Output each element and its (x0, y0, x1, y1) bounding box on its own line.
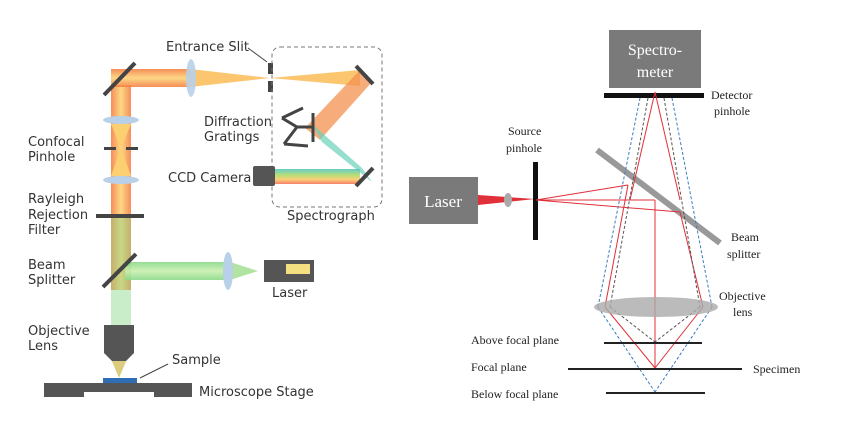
entrance-slit-pointer (247, 47, 268, 63)
top-left-mirror (102, 61, 137, 97)
label-laser-right: Laser (424, 192, 462, 211)
laser-warning-icon (286, 264, 310, 274)
label-spectro: Spectro- (628, 42, 682, 59)
label-beam-right: Beam (731, 230, 760, 244)
out-of-focus-rays (597, 97, 713, 393)
microscope-stage (44, 383, 192, 397)
beam-splitter-right (595, 147, 722, 246)
spectro-beam-rainbow (312, 124, 372, 182)
spectro-beam-in (270, 70, 360, 86)
label-gratings: Gratings (204, 130, 260, 145)
label-entrance-slit: Entrance Slit (166, 40, 249, 55)
above-focus-rays (609, 97, 701, 343)
spectro-mirror-bottom (354, 166, 375, 188)
top-beam (111, 69, 191, 87)
pinhole-cone-bottom (111, 148, 131, 176)
sample-pointer (139, 363, 169, 379)
objective-lens-right (594, 297, 718, 317)
spectrograph-box (271, 46, 383, 208)
entrance-slit (268, 63, 273, 74)
label-source-pinhole: pinhole (506, 141, 542, 155)
label-detector-pinhole: pinhole (714, 104, 750, 118)
label-below-focal-plane: Below focal plane (471, 387, 558, 401)
top-lens (186, 59, 196, 97)
label-laser-left: Laser (272, 286, 308, 301)
spectrometer-box (609, 30, 701, 88)
focusing-beam (190, 69, 270, 87)
label-microscope-stage: Microscope Stage (199, 385, 314, 400)
label-meter: meter (637, 64, 674, 81)
label-beam: Beam (28, 258, 66, 273)
pinhole-cone-top (111, 124, 131, 148)
label-objective-right: Objective (719, 289, 766, 303)
laser-beam (125, 262, 230, 280)
confocal-pinhole (104, 147, 116, 150)
vertical-beam (111, 85, 131, 290)
label-sample: Sample (172, 353, 221, 368)
label-rayleigh: Rayleigh (28, 192, 84, 207)
beam-splitter (101, 252, 138, 289)
label-detector: Detector (711, 88, 752, 102)
laser-lens (223, 252, 233, 290)
label-diffraction: Diffraction (204, 115, 272, 130)
rayleigh-filter (96, 214, 144, 218)
label-splitter-right: splitter (727, 247, 760, 261)
ccd-beam (275, 169, 360, 184)
label-pinhole: Pinhole (28, 150, 75, 165)
diffraction-grating-icon (281, 106, 315, 148)
source-pinhole (533, 162, 538, 240)
confocal-pinhole-right (126, 147, 138, 150)
label-splitter: Splitter (28, 273, 76, 288)
spectro-beam-diag (305, 70, 372, 140)
objective-lens-icon (104, 325, 134, 361)
label-source: Source (508, 124, 541, 138)
sample (103, 378, 137, 383)
right-confocal-diagram: Spectro- meter Detector pinhole Laser So… (409, 30, 800, 401)
label-lens-right: lens (733, 305, 753, 319)
label-ccd-camera: CCD Camera (168, 171, 251, 186)
entrance-slit-lower (268, 81, 273, 92)
label-spectrograph: Spectrograph (287, 209, 375, 224)
label-confocal: Confocal (28, 135, 85, 150)
laser-box-right (409, 177, 478, 224)
label-filter: Filter (28, 223, 61, 238)
laser-lens-right (504, 193, 512, 207)
label-rejection: Rejection (28, 208, 88, 223)
label-specimen: Specimen (753, 362, 800, 376)
laser-cone (230, 262, 258, 280)
label-lens: Lens (28, 339, 58, 354)
ccd-camera-icon (253, 166, 275, 186)
label-focal-plane: Focal plane (471, 360, 527, 374)
label-above-focal-plane: Above focal plane (471, 333, 559, 347)
spectro-mirror-top (354, 64, 375, 86)
upper-lens (103, 116, 139, 124)
label-objective: Objective (28, 324, 90, 339)
excitation-rays (535, 91, 704, 369)
left-raman-diagram: Entrance Slit Confocal Pinhole Diffracti… (28, 40, 383, 400)
lower-lens (103, 176, 139, 184)
